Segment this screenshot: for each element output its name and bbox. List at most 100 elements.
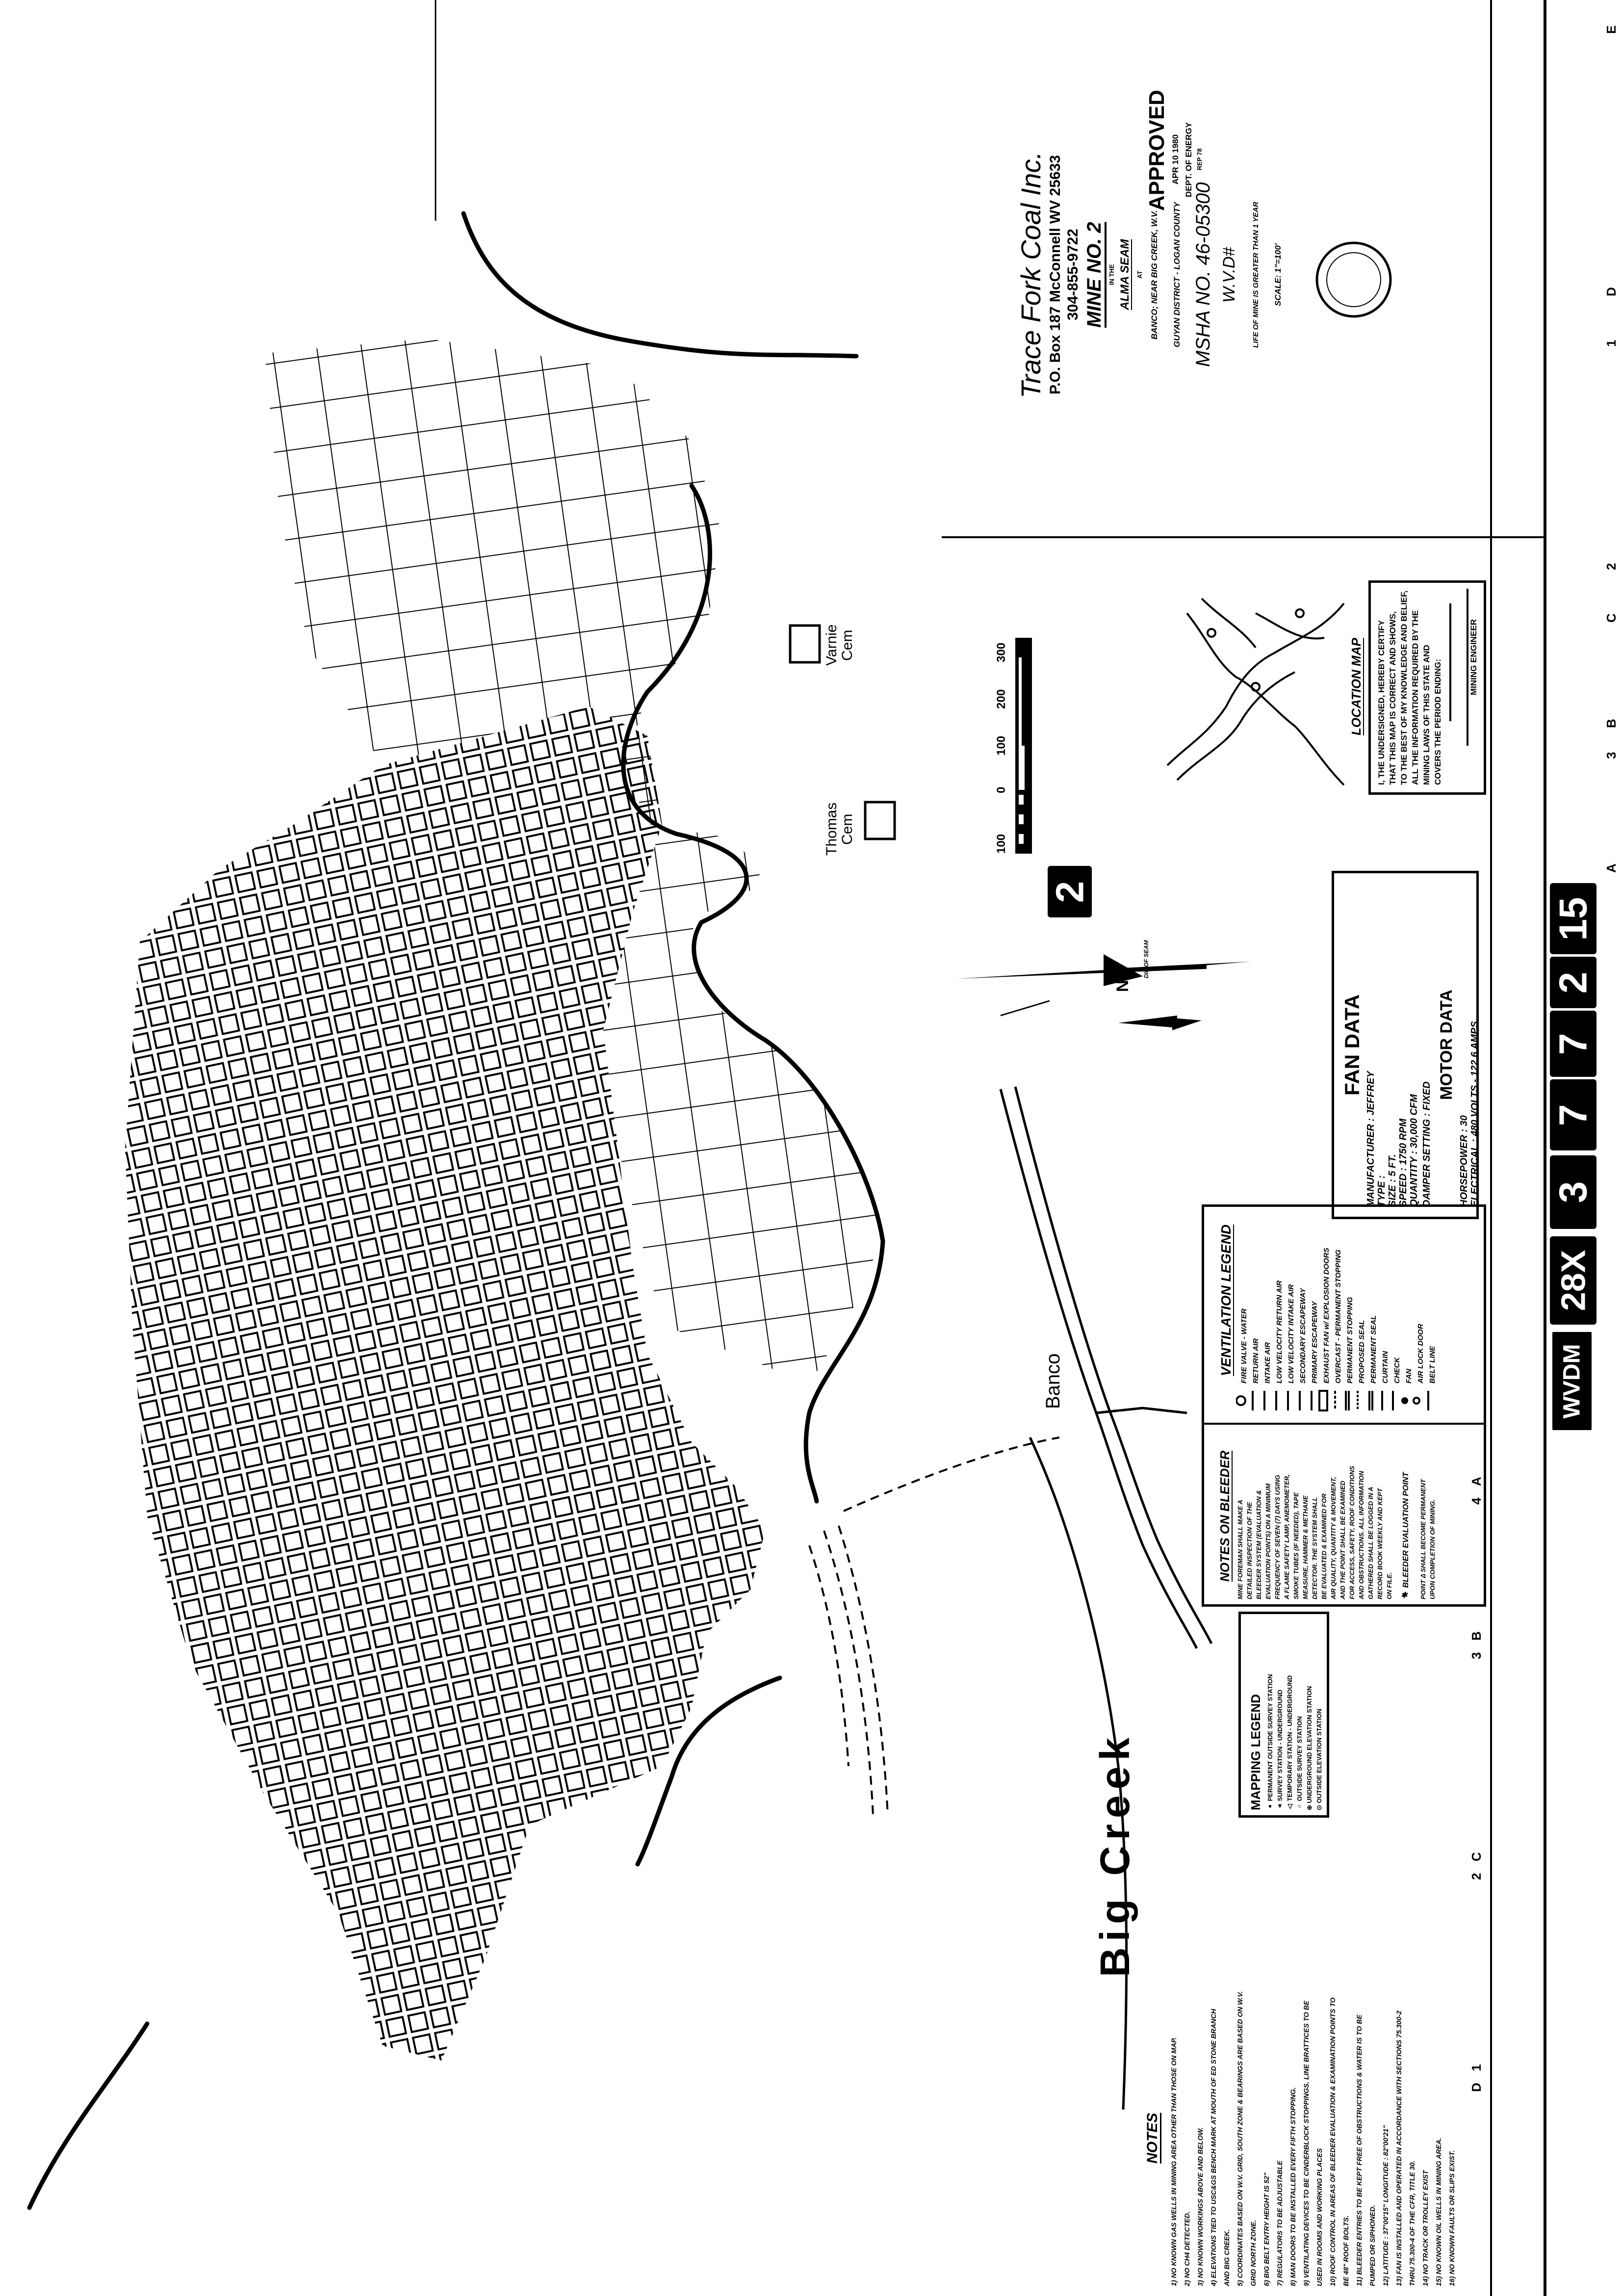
archive-digit: 7: [1550, 1079, 1596, 1150]
map-number: 2: [1048, 881, 1091, 903]
legend-item: CHECK: [1393, 1357, 1401, 1383]
approval-status: APPROVED: [1145, 90, 1169, 211]
bleeder-line: FOR ACCESS, SAFETY, ROOF CONDITIONS: [1348, 1465, 1356, 1599]
certification-box: [1368, 580, 1486, 795]
border-label: 3: [1469, 1652, 1484, 1660]
fan-data-title: FAN DATA: [1340, 994, 1364, 1096]
archive-digit-text: 2: [1551, 971, 1595, 993]
fan-data-text: FAN DATA MANUFACTURER : JEFFREY TYPE : S…: [1339, 883, 1480, 1207]
location-map-sketch: [1166, 598, 1345, 786]
note-item: BE 48" ROOF BOLTS.: [1342, 2215, 1350, 2286]
bleeder-footer: POINT Δ SHALL BECOME PERMANENT: [1419, 1479, 1427, 1599]
scale-tick-label: 200: [995, 689, 1008, 709]
company-name: Trace Fork Coal Inc.: [1015, 151, 1046, 398]
motor-row: ELECTRICAL : 480 VOLTS - 122.6 AMPS: [1469, 1021, 1480, 1207]
border-label: B: [1604, 719, 1619, 729]
legend-item: OVERCAST - PERMANENT STOPPING: [1334, 1249, 1342, 1383]
life-of-mine: LIFE OF MINE IS GREATER THAN 1 YEAR: [1252, 202, 1260, 348]
haul-roads: [808, 1436, 1060, 1816]
border-label: 3: [1604, 752, 1619, 759]
bleeder-point-label: ✱ BLEEDER EVALUATION POINT: [1402, 1472, 1410, 1599]
ventilation-legend-title: VENTILATION LEGEND: [1218, 1224, 1234, 1376]
note-item: 11) BLEEDER ENTRIES TO BE KEPT FREE OF O…: [1355, 2014, 1363, 2286]
approval-dept: DEPT. OF ENERGY: [1184, 122, 1193, 197]
bleeder-line: SMOKE TUBES (IF NEEDED), TAPE: [1292, 1492, 1300, 1599]
bleeder-line: AIR QUALITY, QUANTITY & MOVEMENT,: [1330, 1477, 1337, 1599]
note-item: THRU 75.300-4 OF THE CFR, TITLE 30.: [1408, 2161, 1416, 2286]
note-item: 8) MAN DOORS TO BE INSTALLED EVERY FIFTH…: [1289, 2087, 1297, 2286]
motor-row: HORSEPOWER : 30: [1459, 1115, 1469, 1207]
north-label: N: [1113, 980, 1132, 992]
archive-digit-text: 7: [1551, 1104, 1595, 1126]
note-item: 7) REGULATORS TO BE ADJUSTABLE: [1276, 2161, 1284, 2286]
border-label: 4: [1469, 1497, 1484, 1505]
mine-name: MINE NO. 2: [1083, 222, 1105, 328]
fan-row: SIZE : 5 FT.: [1387, 1154, 1398, 1207]
big-creek: [999, 1086, 1213, 2110]
archive-series: 28X: [1550, 1236, 1596, 1325]
certification-text: I, THE UNDERSIGNED, HEREBY CERTIFY THAT …: [1376, 589, 1454, 785]
bleeder-line: GATHERED SHALL BE LOGGED IN A: [1367, 1487, 1374, 1599]
bleeder-line: BE EVALUATED & EXAMINED FOR: [1320, 1493, 1328, 1599]
note-item: 5) COORDINATES BASED ON W.V. GRID, SOUTH…: [1236, 1991, 1244, 2286]
fan-row: TYPE :: [1376, 1175, 1387, 1207]
note-item: AND BIG CREEK.: [1223, 2229, 1231, 2286]
mapping-legend-item: ▲ SURVEY STATION - UNDERGROUND: [1276, 1690, 1284, 1810]
map-scale: SCALE: 1"=100': [1273, 243, 1283, 306]
border-label: C: [1469, 1852, 1484, 1862]
note-item: 15) NO KNOWN OIL WELLS IN MINING AREA.: [1435, 2138, 1442, 2286]
note-item: 6) BIG BELT ENTRY HEIGHT IS 52": [1262, 2172, 1270, 2286]
mapping-legend: MAPPING LEGEND ● PERMANENT OUTSIDE SURVE…: [1246, 1619, 1324, 1810]
mapping-legend-item: ⊙ OUTSIDE ELEVATION STATION: [1315, 1708, 1323, 1810]
note-item: 1) NO KNOWN GAS WELLS IN MINING AREA OTH…: [1170, 2037, 1178, 2286]
bleeder-line: EVALUATION POINTS) ON A MINIMUM: [1264, 1483, 1272, 1599]
archive-digit: 3: [1550, 1155, 1596, 1229]
map-number-badge: 2: [1048, 866, 1092, 917]
cert-line: MINING LAWS OF THIS STATE AND: [1422, 645, 1431, 785]
note-item: 13) FAN IS INSTALLED AND OPERATED IN ACC…: [1395, 2010, 1403, 2286]
legend-item: PROPOSED SEAL: [1358, 1320, 1366, 1383]
big-creek-label: Big Creek: [1092, 1731, 1138, 1978]
scale-tick-label: 100: [995, 735, 1008, 756]
border-label: A: [1604, 863, 1619, 873]
approval-rep: REP 78: [1196, 148, 1203, 171]
legend-item: PERMANENT SEAL: [1369, 1315, 1378, 1383]
border-label: 1: [1604, 339, 1619, 347]
archive-digit-text: 7: [1551, 1033, 1595, 1055]
note-item: 10) ROOF CONTROL IN AREAS OF BLEEDER EVA…: [1329, 1997, 1337, 2286]
note-item: 16) NO KNOWN FAULTS OR SLIPS EXIST.: [1448, 2150, 1456, 2286]
legend-item: FIRE VALVE - WATER: [1240, 1308, 1248, 1383]
bleeder-line: ON FILE.: [1386, 1572, 1393, 1599]
bleeder-line: MEASURE, HAMMER & METHANE: [1302, 1495, 1309, 1599]
note-item: USED IN ROOMS AND WORKING PLACES: [1315, 2148, 1323, 2286]
varnie-cemetery-label: Varnie Cem: [824, 624, 855, 666]
note-item: 14) NO TRACK OR TROLLEY EXIST: [1421, 2170, 1429, 2286]
border-label: 2: [1469, 1873, 1484, 1880]
received-stamp: [1315, 241, 1392, 318]
archive-digit: 7: [1550, 1011, 1596, 1077]
general-notes: NOTES 1) NO KNOWN GAS WELLS IN MINING AR…: [1138, 1904, 1481, 2286]
legend-item: PERMANENT STOPPING: [1346, 1297, 1354, 1383]
ventilation-legend: VENTILATION LEGEND FIRE VALVE - WATER RE…: [1214, 1217, 1469, 1383]
legend-item: AIR LOCK DOOR: [1416, 1324, 1425, 1383]
signature-line: [1449, 603, 1451, 721]
mapping-legend-item: ○ OUTSIDE SURVEY STATION: [1296, 1716, 1303, 1810]
cert-line: COVERS THE PERIOD ENDING:: [1433, 659, 1442, 785]
archive-digit-text: 15: [1551, 897, 1595, 940]
fan-data-box: [1332, 871, 1479, 1219]
legend-item: BELT LINE: [1428, 1346, 1437, 1383]
graphic-scale-bar: [1015, 638, 1032, 854]
mining-engineer-label: MINING ENGINEER: [1469, 619, 1478, 696]
engineer-line: [1467, 589, 1468, 746]
mapping-legend-item: ● PERMANENT OUTSIDE SURVEY STATION: [1266, 1674, 1274, 1810]
mapping-legend-item: ⊕ UNDERGROUND ELEVATION STATION: [1306, 1686, 1313, 1810]
legend-item: FAN: [1405, 1369, 1413, 1383]
scale-tick-label: 0: [995, 786, 1008, 793]
border-label: D: [1469, 2083, 1484, 2092]
archive-digit: 2: [1550, 957, 1596, 1008]
bleeder-line: DETAILED INSPECTION OF THE: [1246, 1502, 1253, 1599]
note-item: 12) LATITUDE : 37°00'15" LONGITUDE : 82°…: [1382, 2125, 1390, 2286]
varnie-cemetery-marker: [789, 624, 821, 664]
legend-item: EXHAUST FAN w/ EXPLOSION DOORS: [1322, 1248, 1331, 1383]
